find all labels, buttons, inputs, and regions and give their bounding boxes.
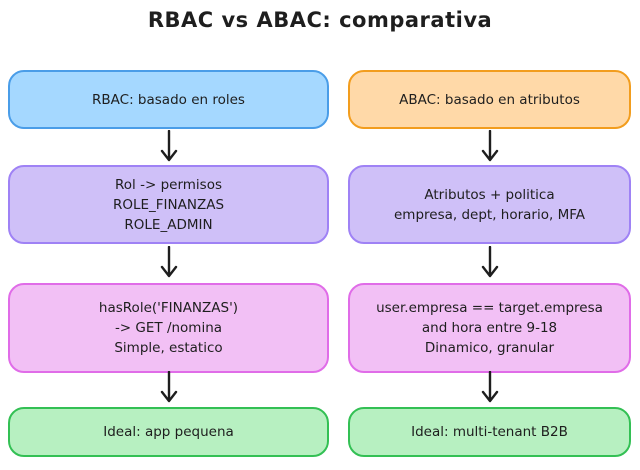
node-text-line: user.empresa == target.empresa bbox=[376, 300, 603, 316]
node-text-line: empresa, dept, horario, MFA bbox=[394, 206, 585, 223]
node-rbac-ideal: Ideal: app pequena bbox=[8, 407, 329, 457]
node-abac-ideal: Ideal: multi-tenant B2B bbox=[348, 407, 631, 457]
node-text-line: ABAC: basado en atributos bbox=[399, 91, 580, 108]
node-text-line: Rol -> permisos bbox=[115, 176, 222, 193]
node-text-line: Ideal: multi-tenant B2B bbox=[411, 424, 568, 440]
node-text-line: ROLE_FINANZAS bbox=[112, 196, 225, 213]
node-rbac-ejemplo: hasRole('FINANZAS') -> GET /nomina Simpl… bbox=[8, 283, 329, 373]
node-text-line: and hora entre 9-18 bbox=[421, 320, 558, 336]
node-abac-politica: Atributos + politica empresa, dept, hora… bbox=[348, 165, 631, 244]
node-abac-header: ABAC: basado en atributos bbox=[348, 70, 631, 129]
node-text-line: Dinamico, granular bbox=[424, 340, 555, 356]
node-text-line: hasRole('FINANZAS') bbox=[98, 300, 239, 316]
down-arrow-icon bbox=[479, 246, 501, 280]
diagram-title: RBAC vs ABAC: comparativa bbox=[147, 8, 493, 32]
down-arrow-icon bbox=[479, 371, 501, 405]
node-text-line: -> GET /nomina bbox=[114, 320, 223, 336]
down-arrow-icon bbox=[158, 371, 180, 405]
down-arrow-icon bbox=[158, 246, 180, 280]
down-arrow-icon bbox=[158, 130, 180, 164]
node-text-line: ROLE_ADMIN bbox=[124, 216, 213, 233]
node-text-line: RBAC: basado en roles bbox=[92, 91, 245, 108]
node-rbac-permisos: Rol -> permisos ROLE_FINANZAS ROLE_ADMIN bbox=[8, 165, 329, 244]
node-abac-ejemplo: user.empresa == target.empresa and hora … bbox=[348, 283, 631, 373]
node-text-line: Simple, estatico bbox=[114, 340, 223, 356]
node-text-line: Ideal: app pequena bbox=[103, 424, 234, 440]
node-text-line: Atributos + politica bbox=[424, 186, 555, 203]
node-rbac-header: RBAC: basado en roles bbox=[8, 70, 329, 129]
down-arrow-icon bbox=[479, 130, 501, 164]
